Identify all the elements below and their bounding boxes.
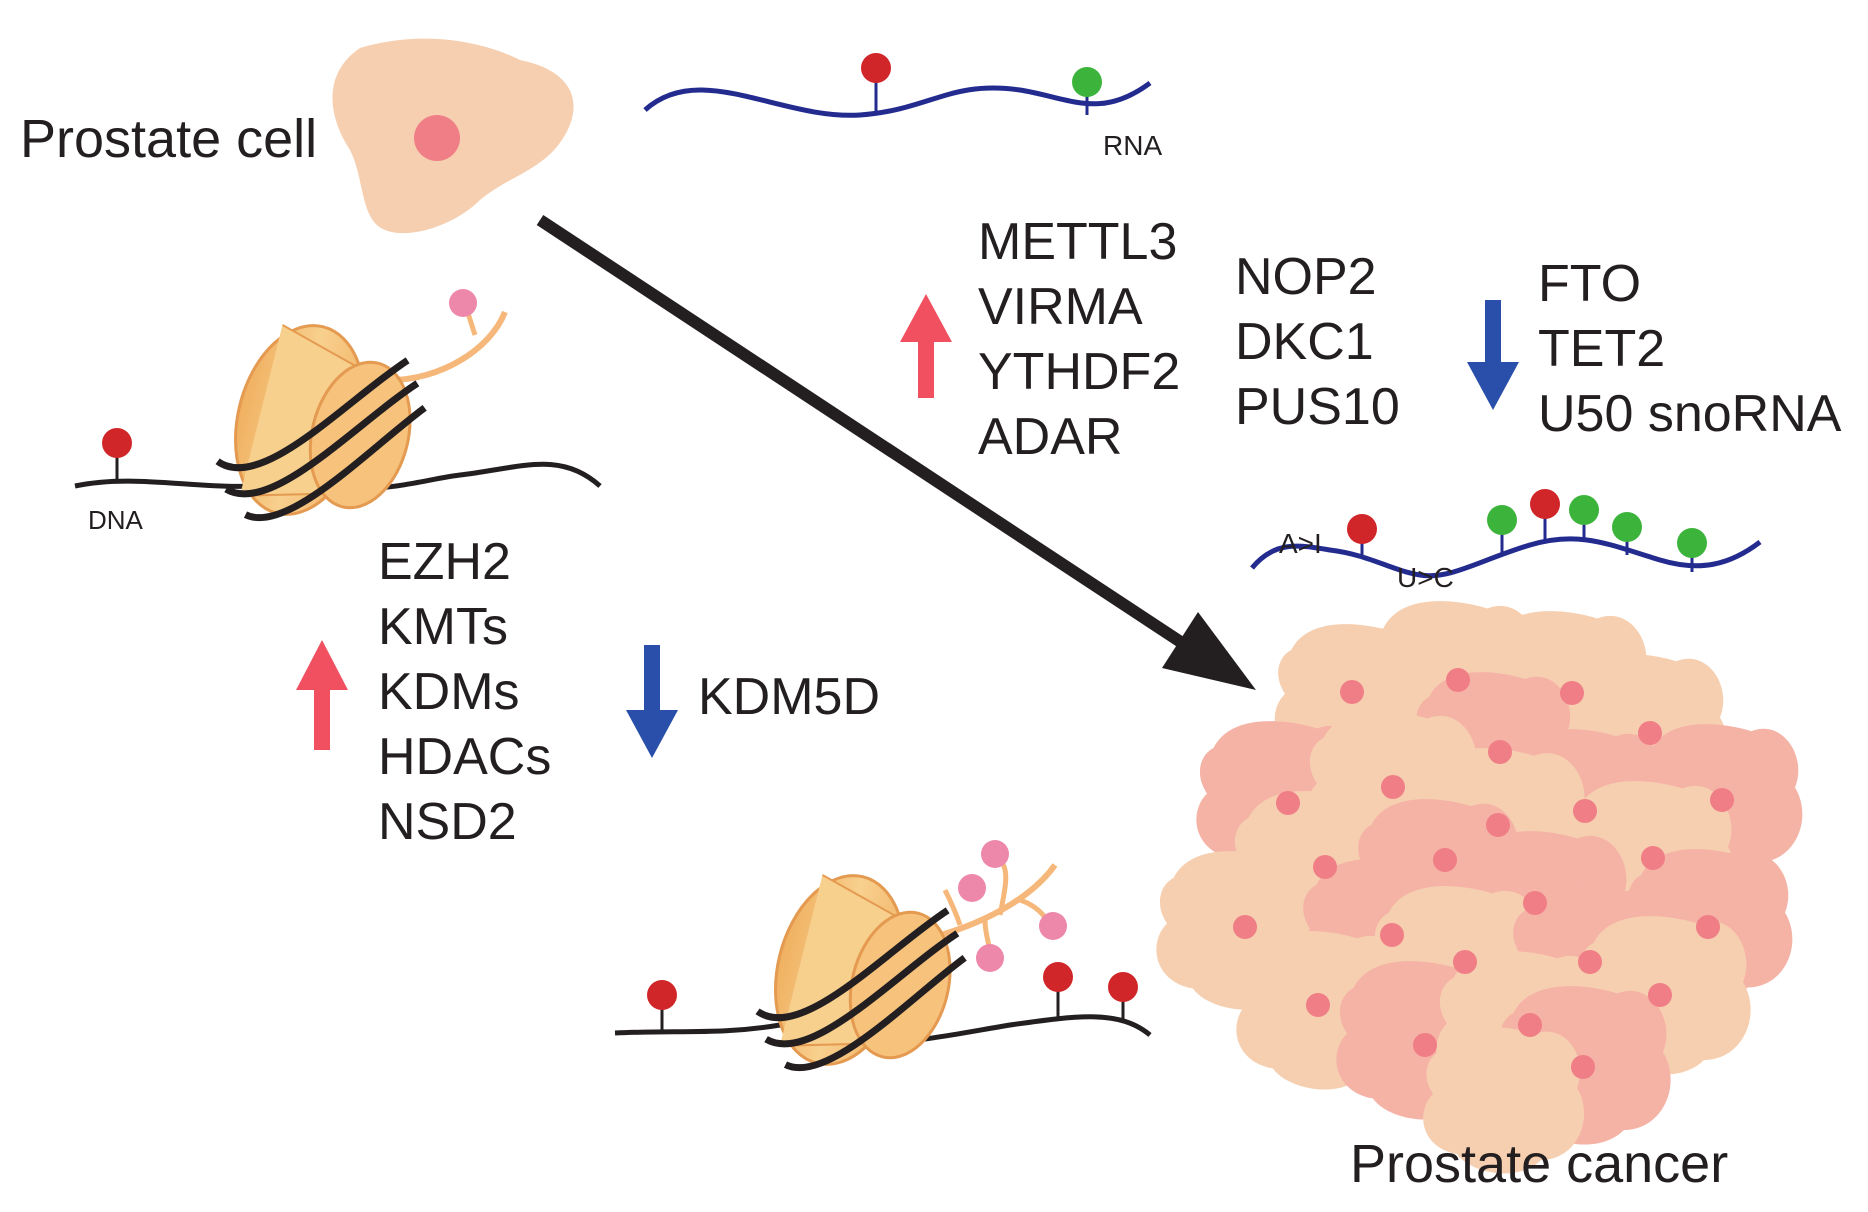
histone-up-item: KMTs xyxy=(378,598,508,656)
m6a-mark xyxy=(861,53,891,83)
label-u-to-c: U>C xyxy=(1397,562,1454,593)
dna-methyl-mark xyxy=(102,428,132,458)
rna-up-item: VIRMA xyxy=(978,278,1143,336)
rna-mid-list: NOP2 DKC1 PUS10 xyxy=(1235,245,1400,440)
bottom-tail-mark-2 xyxy=(1039,912,1067,940)
nucleosome-bottom xyxy=(747,860,978,1101)
rna-up-arrow xyxy=(900,294,952,342)
label-dna: DNA xyxy=(88,505,143,535)
cancer-cell-cluster xyxy=(1156,601,1803,1174)
cancer-green-mark-3 xyxy=(1612,512,1642,542)
label-a-to-i: A>I xyxy=(1279,528,1322,559)
rna-up-item: METTL3 xyxy=(978,213,1178,271)
label-prostate-cancer: Prostate cancer xyxy=(1350,1134,1729,1194)
ai-edit-mark xyxy=(1347,514,1377,544)
rna-strand-top xyxy=(643,80,1152,118)
rna-mid-item: NOP2 xyxy=(1235,248,1377,306)
rna-up-list: METTL3 VIRMA YTHDF2 ADAR xyxy=(978,210,1180,470)
histone-down-arrow xyxy=(626,710,678,758)
cancer-green-mark-1 xyxy=(1487,505,1517,535)
histone-down-list: KDM5D xyxy=(698,665,880,730)
label-prostate-cell: Prostate cell xyxy=(20,109,318,169)
bottom-methyl-mark-2 xyxy=(1043,962,1073,992)
histone-up-arrow xyxy=(296,640,348,690)
bottom-methyl-mark-1 xyxy=(647,980,677,1010)
label-rna: RNA xyxy=(1103,130,1163,161)
rna-down-item: FTO xyxy=(1538,255,1642,313)
histone-up-item: EZH2 xyxy=(378,533,511,591)
histone-up-item: NSD2 xyxy=(378,793,517,851)
histone-up-item: KDMs xyxy=(378,663,520,721)
progression-arrow-head xyxy=(1162,612,1256,690)
cancer-green-mark-2 xyxy=(1569,495,1599,525)
prostate-cell-nucleus xyxy=(414,115,460,161)
rna-up-item: ADAR xyxy=(978,408,1123,466)
cancer-green-mark-4 xyxy=(1677,528,1707,558)
bottom-tail-mark-3 xyxy=(976,944,1004,972)
histone-up-item: HDACs xyxy=(378,728,552,786)
rna-mid-item: PUS10 xyxy=(1235,378,1400,436)
bottom-methyl-mark-3 xyxy=(1108,972,1138,1002)
green-mark xyxy=(1072,67,1102,97)
nucleosome-top xyxy=(207,310,438,551)
bottom-tail-mark-1 xyxy=(981,840,1009,868)
cancer-red-mark xyxy=(1530,489,1560,519)
rna-down-arrow xyxy=(1467,362,1519,410)
bottom-tail-mark-4 xyxy=(958,874,986,902)
progression-arrow-shaft xyxy=(536,214,1209,664)
rna-down-item: TET2 xyxy=(1538,320,1666,378)
rna-down-list: FTO TET2 U50 snoRNA xyxy=(1538,252,1841,447)
rna-up-item: YTHDF2 xyxy=(978,343,1181,401)
histone-up-list: EZH2 KMTs KDMs HDACs NSD2 xyxy=(378,530,551,855)
rna-strand-cancer xyxy=(1250,536,1762,579)
histone-down-item: KDM5D xyxy=(698,668,881,726)
rna-down-item: U50 snoRNA xyxy=(1538,385,1842,443)
rna-mid-item: DKC1 xyxy=(1235,313,1374,371)
histone-tail-mark xyxy=(449,289,477,317)
